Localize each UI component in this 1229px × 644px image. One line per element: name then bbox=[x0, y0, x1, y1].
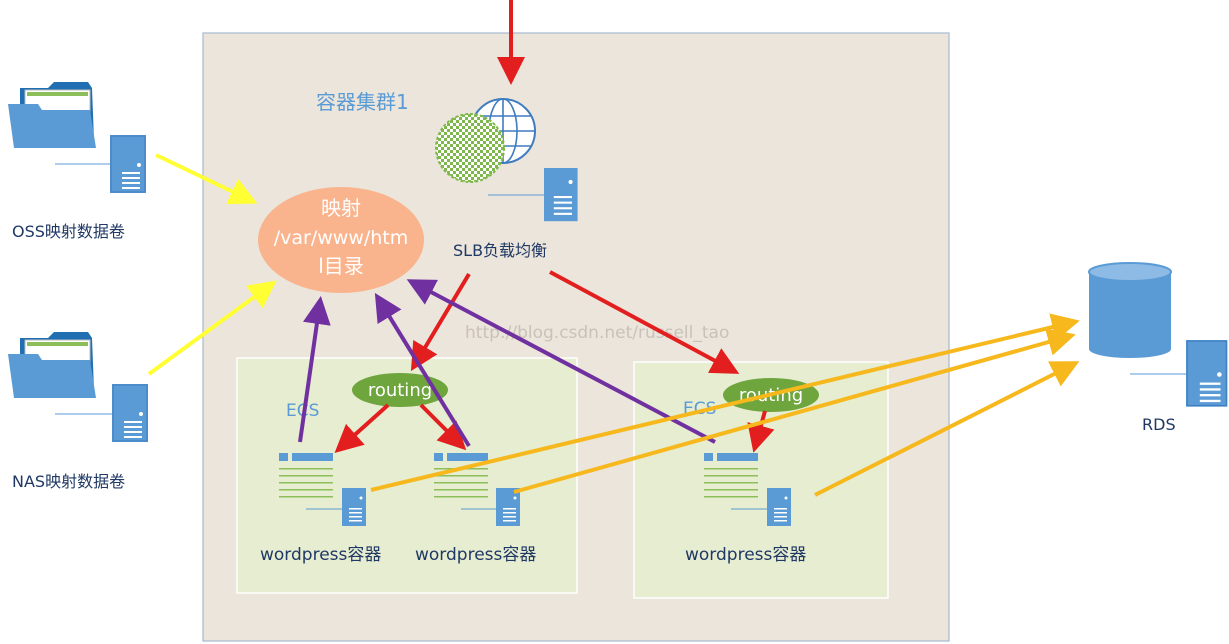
slb-to-right-routing-arrow bbox=[549, 270, 740, 374]
container-3-to-rds-arrow bbox=[814, 361, 1080, 497]
wordpress-server-icon bbox=[767, 488, 791, 526]
container-2-to-rds-arrow bbox=[513, 328, 1076, 494]
nas-folder-icon bbox=[7, 331, 97, 399]
oss-server-icon bbox=[109, 134, 147, 194]
wordpress-container-3-label: wordpress容器 bbox=[685, 545, 806, 565]
rds-server-icon bbox=[1185, 339, 1228, 408]
container-3-to-mapping-arrow bbox=[406, 279, 716, 444]
slb-to-left-routing-arrow bbox=[410, 272, 471, 372]
slb-server-icon bbox=[544, 168, 578, 222]
container-1-to-mapping-arrow bbox=[298, 296, 331, 443]
nas-server-icon bbox=[111, 383, 149, 443]
slb-label: SLB负载均衡 bbox=[453, 241, 547, 260]
oss-folder-icon bbox=[7, 81, 97, 149]
database-icon bbox=[1088, 262, 1172, 358]
routing-left-ellipse bbox=[352, 373, 448, 407]
wordpress-server-icon bbox=[342, 488, 366, 526]
oss-label: OSS映射数据卷 bbox=[12, 222, 125, 241]
nas-to-mapping-arrow bbox=[147, 280, 277, 376]
routing-to-container-2-arrow bbox=[419, 403, 467, 451]
wordpress-container-1-label: wordpress容器 bbox=[260, 545, 381, 565]
rds-label: RDS bbox=[1142, 415, 1176, 434]
routing-to-container-1-arrow bbox=[334, 403, 390, 454]
wordpress-container-2-label: wordpress容器 bbox=[415, 545, 536, 565]
routing-to-container-3-arrow bbox=[747, 410, 775, 453]
container-1-to-rds-arrow bbox=[370, 313, 1080, 492]
container-2-to-mapping-arrow bbox=[374, 292, 471, 448]
mapping-line1: 映射 bbox=[321, 196, 361, 220]
mapping-directory-ellipse bbox=[258, 187, 424, 293]
routing-left-label: routing bbox=[368, 380, 432, 401]
watermark: http://blog.csdn.net/russell_tao bbox=[465, 323, 729, 343]
oss-to-mapping-arrow bbox=[155, 153, 258, 205]
nas-label: NAS映射数据卷 bbox=[12, 472, 125, 491]
mapping-line3: l目录 bbox=[318, 254, 364, 278]
wordpress-server-icon bbox=[496, 488, 520, 526]
globe-icon bbox=[435, 98, 536, 183]
cluster-label: 容器集群1 bbox=[316, 90, 409, 114]
mapping-line2: /var/www/htm bbox=[274, 227, 409, 249]
